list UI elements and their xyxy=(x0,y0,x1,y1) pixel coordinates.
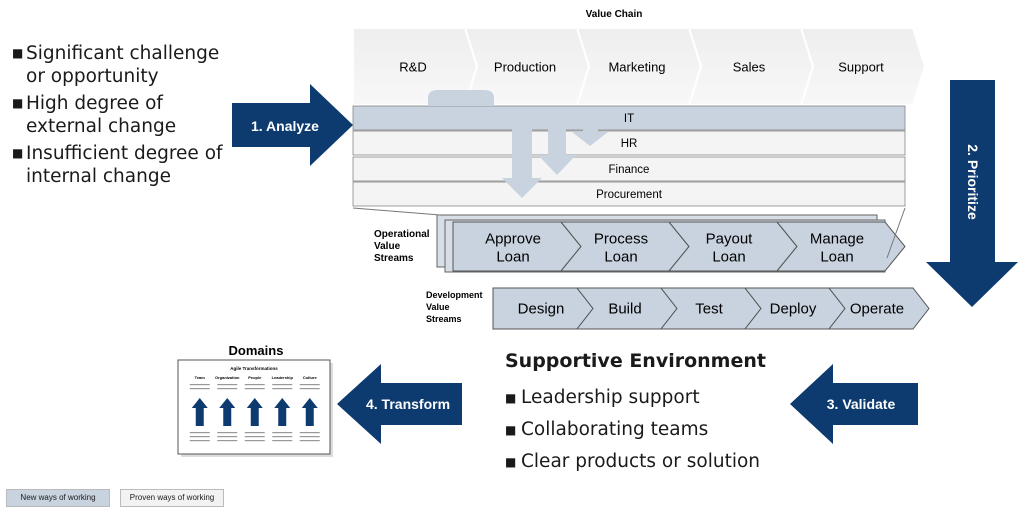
svg-text:R&D: R&D xyxy=(399,60,426,75)
development-step: Operate xyxy=(827,287,930,330)
value-chain-stage: Sales xyxy=(687,27,815,106)
challenge-item: ■Significant challenge or opportunity xyxy=(12,43,220,87)
challenge-item: ■Insufficient degree of internal change xyxy=(12,143,223,187)
svg-text:Loan: Loan xyxy=(496,249,529,266)
svg-text:Payout: Payout xyxy=(706,231,754,248)
down-arrow xyxy=(538,128,576,175)
svg-text:Deploy: Deploy xyxy=(770,301,817,318)
svg-text:Loan: Loan xyxy=(712,249,745,266)
it-tab xyxy=(428,90,494,106)
supportive-list: ■Leadership support ■Collaborating teams ■… xyxy=(505,382,760,478)
operational-steps: ApproveLoanProcessLoanPayoutLoanManageLo… xyxy=(452,221,906,272)
connector-line xyxy=(352,207,441,216)
svg-text:Loan: Loan xyxy=(604,249,637,266)
svg-text:Loan: Loan xyxy=(820,249,853,266)
svg-text:2. Prioritize: 2. Prioritize xyxy=(965,144,981,220)
value-chain-stage: Marketing xyxy=(575,27,703,106)
svg-text:Culture: Culture xyxy=(303,375,318,380)
connector-line xyxy=(886,207,906,259)
svg-text:Design: Design xyxy=(518,301,565,318)
domain-column: People xyxy=(244,375,265,442)
svg-text:Support: Support xyxy=(838,60,884,75)
value-chain-title: Value Chain xyxy=(586,9,643,20)
svg-text:Finance: Finance xyxy=(609,164,650,176)
legend-new: New ways of working xyxy=(6,489,110,507)
supportive-item: ■Clear products or solution xyxy=(505,451,761,472)
challenge-list: ■Significant challenge or opportunity ■Hi… xyxy=(12,42,242,192)
development-step: Build xyxy=(575,287,678,330)
value-chain-stages: R&D Production Marketing Sales Support xyxy=(352,27,927,106)
supportive-item: ■Collaborating teams xyxy=(505,419,709,440)
svg-text:People: People xyxy=(248,375,262,380)
svg-text:Leadership: Leadership xyxy=(272,375,294,380)
development-steps: Design Build Test Deploy Operate xyxy=(492,287,930,330)
svg-text:4. Transform: 4. Transform xyxy=(366,396,450,412)
svg-text:Manage: Manage xyxy=(810,231,864,248)
svg-text:Marketing: Marketing xyxy=(608,60,665,75)
support-row: Procurement xyxy=(352,181,906,207)
support-row: Finance xyxy=(352,156,906,182)
support-row: IT xyxy=(352,105,906,131)
down-arrows xyxy=(502,128,608,198)
svg-text:Operate: Operate xyxy=(850,301,904,318)
analyze-arrow: 1. Analyze xyxy=(232,84,353,166)
svg-text:HR: HR xyxy=(621,138,638,150)
svg-text:Test: Test xyxy=(695,301,723,318)
svg-text:Process: Process xyxy=(594,231,648,248)
domain-column: Culture xyxy=(299,375,320,442)
challenge-item: ■High degree of external change xyxy=(12,93,177,137)
up-arrow-icon xyxy=(219,398,236,426)
svg-text:3. Validate: 3. Validate xyxy=(827,396,896,412)
domain-column: Organization xyxy=(215,375,240,442)
domains-card: Agile Transformations Team Organization Pe… xyxy=(177,359,333,457)
validate-arrow: 3. Validate xyxy=(790,364,918,444)
legend-proven: Proven ways of working xyxy=(120,489,224,507)
support-row: HR xyxy=(352,130,906,156)
svg-text:IT: IT xyxy=(624,113,634,125)
svg-text:Approve: Approve xyxy=(485,231,541,248)
svg-text:Build: Build xyxy=(608,301,641,318)
development-step: Design xyxy=(492,287,594,330)
domain-column: Leadership xyxy=(272,375,294,442)
domains-title: Domains xyxy=(229,343,284,358)
domains-card-title: Agile Transformations xyxy=(230,366,278,371)
prioritize-arrow: 2. Prioritize xyxy=(926,80,1018,307)
up-arrow-icon xyxy=(246,398,263,426)
svg-text:Team: Team xyxy=(195,375,206,380)
down-arrow xyxy=(572,128,608,146)
up-arrow-icon xyxy=(274,398,291,426)
up-arrow-icon xyxy=(301,398,318,426)
svg-text:Organization: Organization xyxy=(215,375,240,380)
value-chain-stage: Support xyxy=(799,27,927,106)
up-arrow-icon xyxy=(191,398,208,426)
svg-text:Procurement: Procurement xyxy=(596,189,663,201)
supportive-item: ■Leadership support xyxy=(505,387,700,408)
svg-text:1. Analyze: 1. Analyze xyxy=(251,118,319,134)
domain-column: Team xyxy=(189,375,210,442)
svg-text:Sales: Sales xyxy=(733,60,766,75)
down-arrow xyxy=(502,128,542,198)
svg-text:Production: Production xyxy=(494,60,556,75)
supportive-title: Supportive Environment xyxy=(505,350,766,372)
transform-arrow: 4. Transform xyxy=(337,364,462,444)
